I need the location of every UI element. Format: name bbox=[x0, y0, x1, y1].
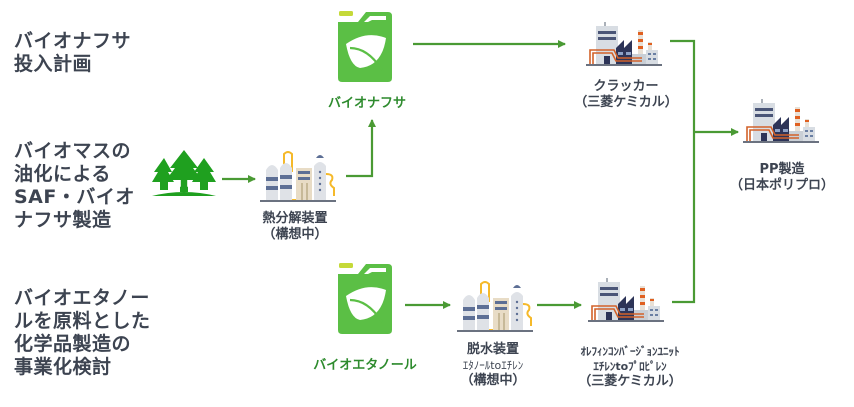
caption-line: （三菱ケミカル） bbox=[578, 374, 682, 389]
olefin-conversion-label: ｵﾚﾌｨﾝｺﾝﾊﾞｰｼﾞｮﾝﾕﾆｯﾄ ｴﾁﾚﾝtoﾌﾟﾛﾋﾟﾚﾝ （三菱ケミカル… bbox=[550, 344, 710, 390]
jerry-can-leaf-icon bbox=[338, 263, 392, 334]
caption-line: クラッカー bbox=[593, 79, 659, 94]
caption-line: （日本ポリプロ） bbox=[729, 178, 834, 193]
row-title-line: 事業化検討 bbox=[14, 356, 112, 378]
caption-line: （構想中） bbox=[460, 373, 526, 388]
factory-icon bbox=[743, 99, 819, 143]
caption-line: （三菱ケミカル） bbox=[574, 95, 678, 110]
arrow-pyrolysis-to-naphtha bbox=[346, 119, 376, 178]
caption-line: 脱水装置 bbox=[466, 342, 519, 357]
pp-production-label: PP製造 （日本ポリプロ） bbox=[722, 162, 842, 194]
caption-line: ｵﾚﾌｨﾝｺﾝﾊﾞｰｼﾞｮﾝﾕﾆｯﾄ bbox=[580, 345, 680, 358]
caption-line: ｴﾀﾉｰﾙtoｴﾁﾚﾝ bbox=[462, 359, 524, 372]
row-title-line: バイオマスの bbox=[14, 140, 132, 162]
chemical-plant-icon bbox=[260, 151, 336, 202]
bio-naphtha-label: バイオナフサ bbox=[327, 96, 406, 111]
row-title-line: 化学品製造の bbox=[14, 333, 132, 355]
row-title-line: バイオエタノー bbox=[14, 287, 150, 309]
chemical-plant-icon bbox=[457, 281, 533, 332]
row-title-line: ルを原料とした bbox=[14, 310, 151, 332]
caption-line: 熱分解装置 bbox=[262, 211, 328, 226]
row-title-line: 油化による bbox=[14, 163, 111, 185]
row-title-line: 投入計画 bbox=[14, 53, 93, 75]
forest-icon bbox=[152, 150, 216, 196]
caption-line: （構想中） bbox=[262, 227, 328, 242]
cracker-label: クラッカー （三菱ケミカル） bbox=[566, 79, 686, 111]
row-title-line: ナフサ製造 bbox=[14, 209, 112, 231]
factory-icon bbox=[586, 22, 662, 66]
jerry-can-leaf-icon bbox=[338, 11, 392, 82]
caption-line: PP製造 bbox=[759, 162, 805, 177]
bio-ethanol-label: バイオエタノール bbox=[313, 358, 417, 373]
row-title-line: バイオナフサ bbox=[14, 30, 132, 52]
dehydration-label: 脱水装置 ｴﾀﾉｰﾙtoｴﾁﾚﾝ （構想中） bbox=[438, 342, 548, 389]
factory-icon bbox=[588, 278, 664, 322]
caption-line: ｴﾁﾚﾝtoﾌﾟﾛﾋﾟﾚﾝ bbox=[593, 360, 667, 373]
row-title-bio-ethanol: バイオエタノー ルを原料とした 化学品製造の 事業化検討 bbox=[14, 287, 151, 379]
connector-cracker-merge bbox=[670, 39, 696, 304]
row-title-line: SAF・バイオ bbox=[14, 186, 135, 208]
row-title-bio-naphtha-plan: バイオナフサ 投入計画 bbox=[14, 30, 131, 76]
row-title-biomass-oil: バイオマスの 油化による SAF・バイオ ナフサ製造 bbox=[14, 140, 135, 232]
pyrolysis-label: 熱分解装置 （構想中） bbox=[240, 211, 350, 243]
